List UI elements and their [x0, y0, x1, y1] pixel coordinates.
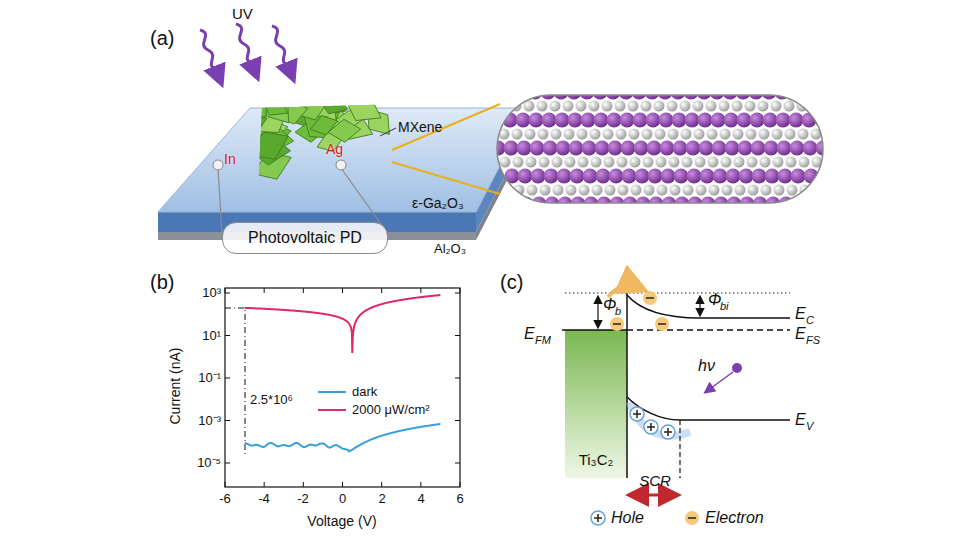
layer-label: ε-Ga₂O₃: [412, 196, 464, 211]
node-text: Ti₃C₂: [579, 452, 614, 469]
photon-label: hν: [698, 357, 715, 375]
panel-label: (b): [150, 271, 174, 293]
subscript: bi: [720, 300, 729, 312]
tick-label: -2: [297, 492, 309, 506]
dark-curve: [245, 424, 441, 451]
electrode-label: Ag: [326, 142, 343, 157]
tick-label: 0: [339, 492, 346, 506]
electron-sign: [688, 517, 696, 519]
node-text: Photovoltaic PD: [248, 229, 362, 247]
band-symbol: E: [524, 325, 535, 343]
subscript: FS: [806, 334, 820, 346]
band-symbol: E: [795, 325, 806, 343]
tick-label: 6: [456, 492, 463, 506]
axis-title: Voltage (V): [307, 514, 376, 529]
ratio-label: 2.5*10⁶: [250, 393, 293, 407]
metal-block: Ti₃C₂: [565, 330, 627, 478]
hole-symbol: [591, 511, 605, 525]
panel-label: (a): [150, 27, 174, 49]
tick-label: 10¹: [202, 328, 221, 342]
tick-label: 10⁻³: [198, 413, 221, 427]
subscript: FM: [535, 334, 551, 346]
subscript: V: [806, 420, 813, 432]
tick-label: -4: [258, 492, 270, 506]
region-label: SCR: [639, 473, 671, 490]
layer-label: Al₂O₃: [434, 242, 466, 256]
axis-title: Current (nA): [168, 347, 183, 424]
electrode-label: In: [224, 152, 236, 167]
band-symbol: E: [795, 305, 806, 323]
light-curve: [245, 295, 441, 353]
tick-label: -6: [219, 492, 231, 506]
tick-label: 4: [417, 492, 424, 506]
uv-label: UV: [232, 6, 253, 23]
barrier-symbol: Φ: [603, 296, 616, 314]
tick-label: 10⁻¹: [198, 371, 221, 385]
legend-text: 2000 μW/cm²: [352, 403, 430, 417]
tick-label: 2: [378, 492, 385, 506]
subscript: C: [806, 314, 814, 326]
legend-line: [318, 391, 346, 393]
electron-symbol: [685, 511, 699, 525]
legend-text: Hole: [611, 509, 644, 527]
band-symbol: E: [795, 411, 806, 429]
legend-text: Electron: [705, 509, 764, 527]
tick-label: 10³: [202, 286, 221, 300]
barrier-symbol: Φ: [708, 291, 721, 309]
hole-sign: [594, 514, 602, 522]
part-label: MXene: [398, 120, 442, 135]
subscript: b: [615, 305, 621, 317]
legend-text: dark: [352, 385, 377, 399]
device-box: Photovoltaic PD: [222, 222, 388, 254]
tick-label: 10⁻⁵: [197, 456, 221, 470]
legend-line: [318, 409, 346, 411]
panel-label: (c): [500, 271, 523, 293]
